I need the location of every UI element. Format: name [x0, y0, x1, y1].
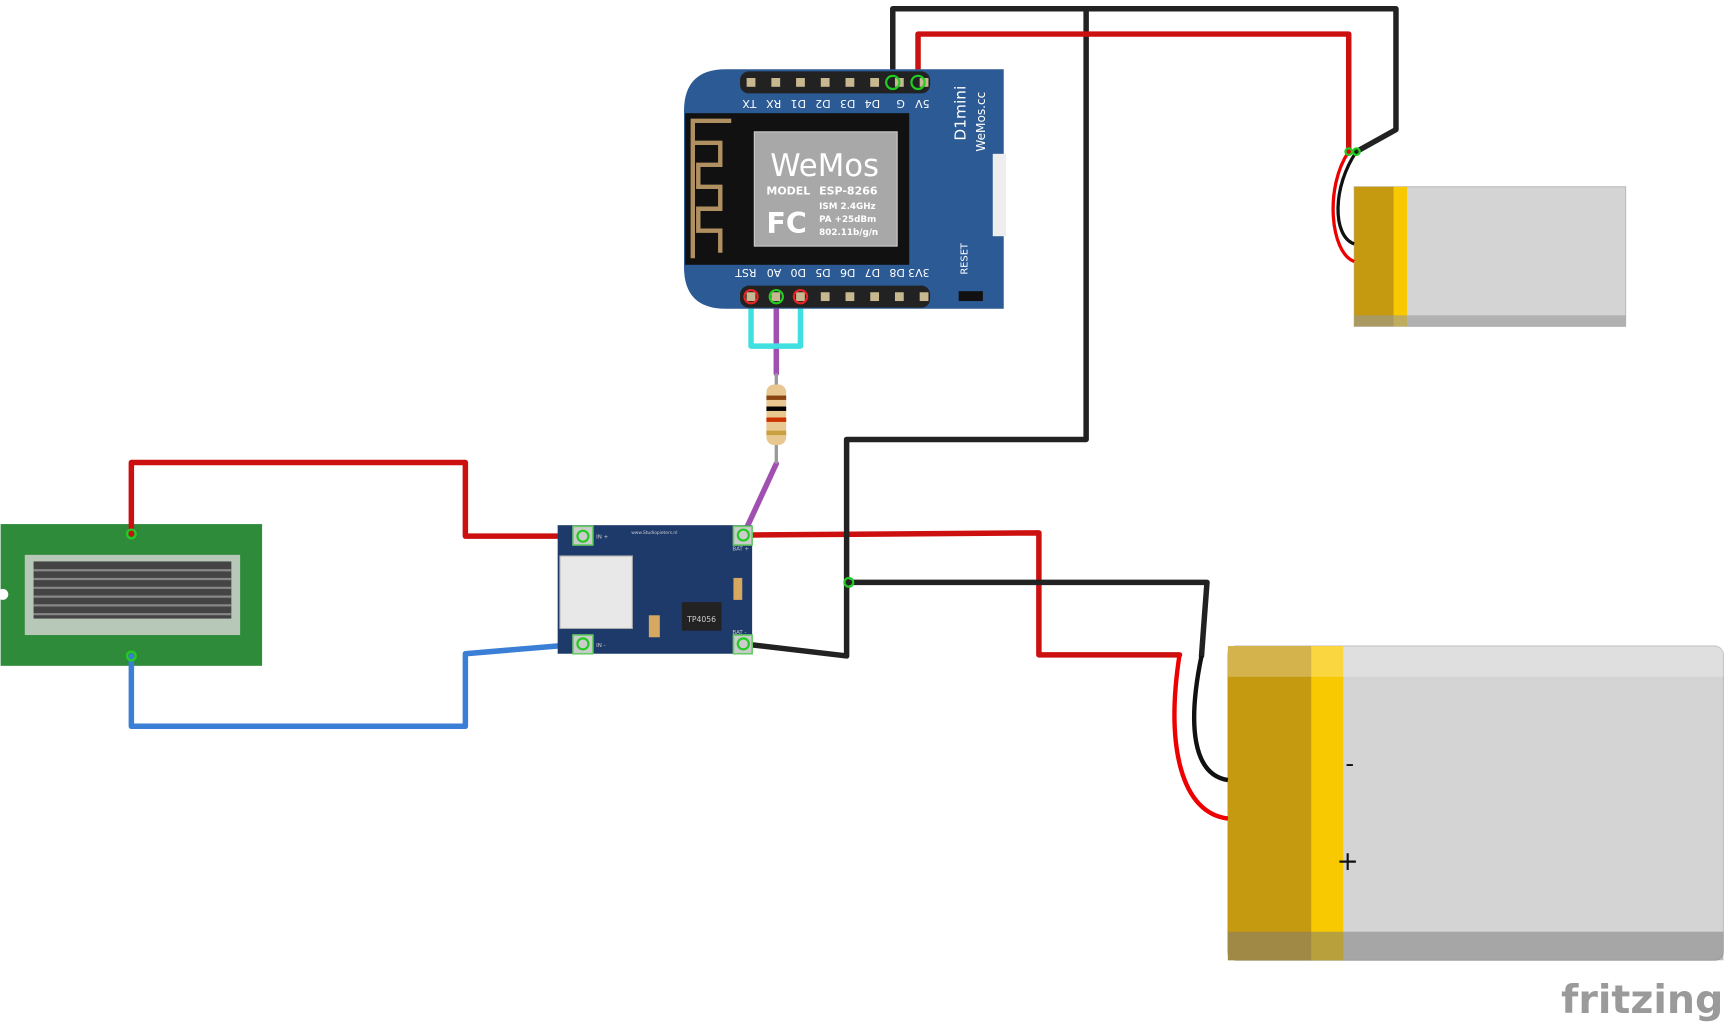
battery-minus-label: -: [1345, 749, 1354, 777]
pin-label: RX: [766, 97, 782, 110]
resistor: [766, 373, 787, 464]
pin-label: D4: [865, 97, 880, 110]
pin-bat-minus: BAT -: [732, 630, 746, 636]
fritzing-watermark: fritzing: [1561, 977, 1723, 1023]
wire-5v-small-battery[interactable]: [915, 31, 1352, 155]
header-pin-d5[interactable]: [820, 292, 830, 302]
pin-label: D6: [840, 266, 855, 279]
pin-label: A0: [767, 266, 782, 279]
pin-label: D8: [889, 266, 904, 279]
header-pin-d3[interactable]: [845, 78, 855, 87]
module-spec: ISM 2.4GHz: [819, 202, 876, 212]
reset-label: RESET: [959, 242, 970, 275]
wire-solar-positive[interactable]: [128, 459, 586, 539]
battery-large: - +: [1172, 645, 1724, 961]
tp4056-charger: TP4056 www.Studiopieters.nl IN + IN - BA…: [557, 525, 753, 655]
module-model: ESP-8266: [819, 184, 878, 197]
header-pin-d0[interactable]: [796, 292, 805, 302]
charger-chip-label: TP4056: [686, 615, 716, 624]
pin-label: 5V: [915, 97, 930, 110]
wire-a0-resistor[interactable]: [740, 460, 780, 538]
wire-ground-large-battery[interactable]: [846, 579, 1210, 659]
fcc-logo: FC: [766, 206, 806, 240]
module-spec: PA +25dBm: [819, 215, 876, 225]
header-pin-d6[interactable]: [845, 292, 855, 302]
pin-label: D3: [840, 97, 855, 110]
battery-plus-label: +: [1337, 847, 1359, 877]
pin-label: D1: [791, 97, 806, 110]
header-pin-3v3[interactable]: [919, 292, 929, 302]
module-logo: WeMos: [770, 148, 879, 184]
pin-in-minus: IN -: [596, 643, 605, 649]
pin-label: D0: [791, 266, 806, 279]
module-spec: 802.11b/g/n: [819, 228, 878, 238]
pin-label: G: [896, 97, 905, 110]
pin-in-plus: IN +: [596, 534, 608, 540]
wemos-d1-mini: WeMos MODEL ESP-8266 FC ISM 2.4GHz PA +2…: [684, 69, 1006, 309]
solar-panel: [0, 524, 263, 666]
header-pin-rst[interactable]: [746, 292, 756, 302]
pin-label: D7: [865, 266, 880, 279]
wire-bat-positive[interactable]: [740, 530, 1183, 658]
header-pin-a0[interactable]: [771, 292, 781, 302]
pin-label: 3V3: [908, 266, 929, 279]
header-pin-d1[interactable]: [796, 78, 805, 87]
pin-label: RST: [735, 266, 757, 279]
wire-solar-negative[interactable]: [128, 641, 586, 729]
header-pin-d2[interactable]: [820, 78, 830, 87]
wire-bat-negative-ground[interactable]: [740, 6, 1089, 659]
header-pin-tx[interactable]: [746, 78, 756, 87]
connection-points: [125, 74, 1361, 662]
pin-label: D2: [815, 97, 830, 110]
module-model-label: MODEL: [766, 184, 810, 197]
header-pin-d8[interactable]: [894, 292, 904, 302]
wire-rst-d0-bridge[interactable]: [748, 293, 804, 349]
header-pin-rx[interactable]: [771, 78, 781, 87]
pin-label: TX: [742, 97, 758, 110]
header-pin-d4[interactable]: [870, 78, 880, 87]
board-name: D1mini: [951, 86, 969, 141]
wire-ground-small-battery[interactable]: [1083, 6, 1399, 155]
header-pin-d7[interactable]: [870, 292, 880, 302]
pin-bat-plus: BAT +: [732, 546, 749, 552]
reset-button[interactable]: [958, 291, 983, 302]
board-site: WeMos.cc: [974, 92, 988, 152]
pin-label: D5: [815, 266, 830, 279]
battery-small: [1331, 150, 1627, 327]
charger-site: www.Studiopieters.nl: [631, 530, 677, 536]
